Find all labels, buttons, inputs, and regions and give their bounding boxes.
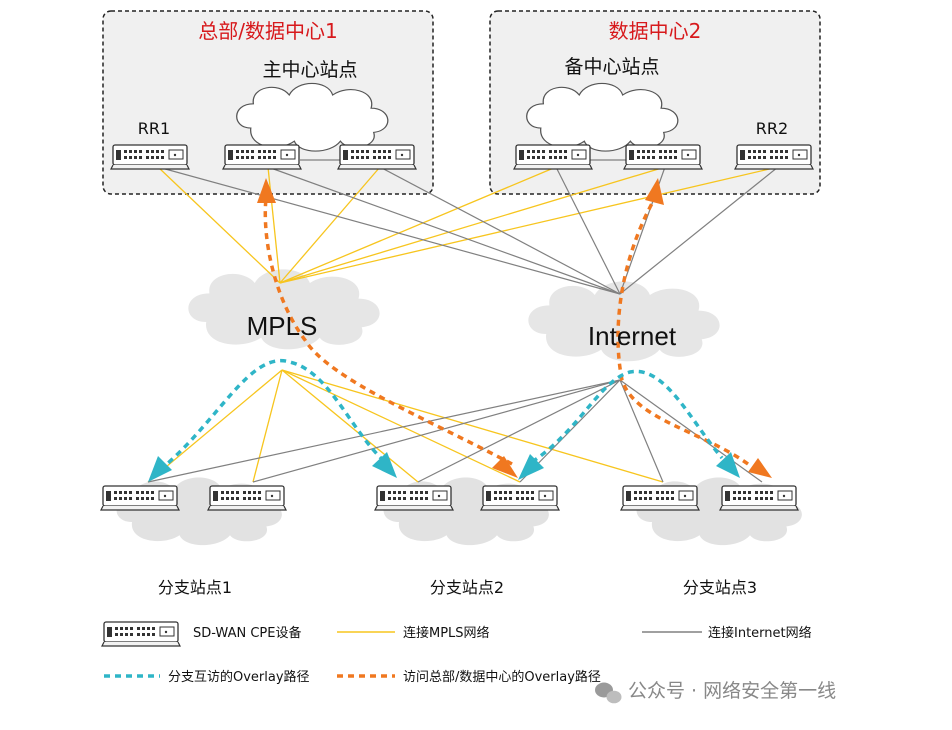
branch2-label: 分支站点2 (430, 578, 504, 597)
branch1-cpe-router-1 (100, 485, 180, 511)
hq-overlay-arrowheads (257, 178, 772, 478)
dc2-site-cloud (526, 82, 679, 152)
internet-label: Internet (588, 321, 677, 351)
dc2-cpe-router-1 (513, 144, 593, 170)
internet-links (147, 159, 779, 483)
dc2-site-label: 备中心站点 (564, 56, 659, 78)
legend-cpe-label: SD-WAN CPE设备 (193, 625, 301, 641)
branch-overlay-paths (158, 358, 724, 472)
branch-overlay-arrowheads (148, 452, 740, 482)
legend-mpls-label: 连接MPLS网络 (403, 625, 490, 641)
legend-hq-overlay-label: 访问总部/数据中心的Overlay路径 (403, 669, 601, 685)
branch3-cpe-router-2 (719, 485, 799, 511)
legend-branch-overlay-label: 分支互访的Overlay路径 (168, 669, 310, 685)
hq-site-cloud (236, 82, 389, 152)
branch2-cpe-router-1 (374, 485, 454, 511)
legend-cpe-icon (101, 621, 181, 647)
hq-overlay-paths (263, 197, 750, 466)
hq-title: 总部/数据中心1 (198, 19, 337, 43)
branch2-cpe-router-2 (480, 485, 560, 511)
rr1-cpe-router (110, 144, 190, 170)
dc2-title: 数据中心2 (609, 19, 702, 43)
dc2-cpe-router-2 (623, 144, 703, 170)
branch3-label: 分支站点3 (683, 578, 757, 597)
rr2-label: RR2 (756, 119, 788, 138)
rr2-cpe-router (734, 144, 814, 170)
hq-cpe-router-2 (337, 144, 417, 170)
watermark-text: 公众号 · 网络安全第一线 (628, 680, 836, 702)
hq-cpe-router-1 (222, 144, 302, 170)
hq-site-label: 主中心站点 (262, 59, 357, 81)
rr1-label: RR1 (138, 119, 170, 138)
branch1-label: 分支站点1 (158, 578, 232, 597)
wechat-icon (595, 682, 622, 704)
mpls-links (147, 166, 779, 483)
branch1-cpe-router-2 (207, 485, 287, 511)
branch3-cpe-router-1 (620, 485, 700, 511)
mpls-label: MPLS (247, 311, 318, 341)
legend-internet-label: 连接Internet网络 (708, 625, 812, 641)
